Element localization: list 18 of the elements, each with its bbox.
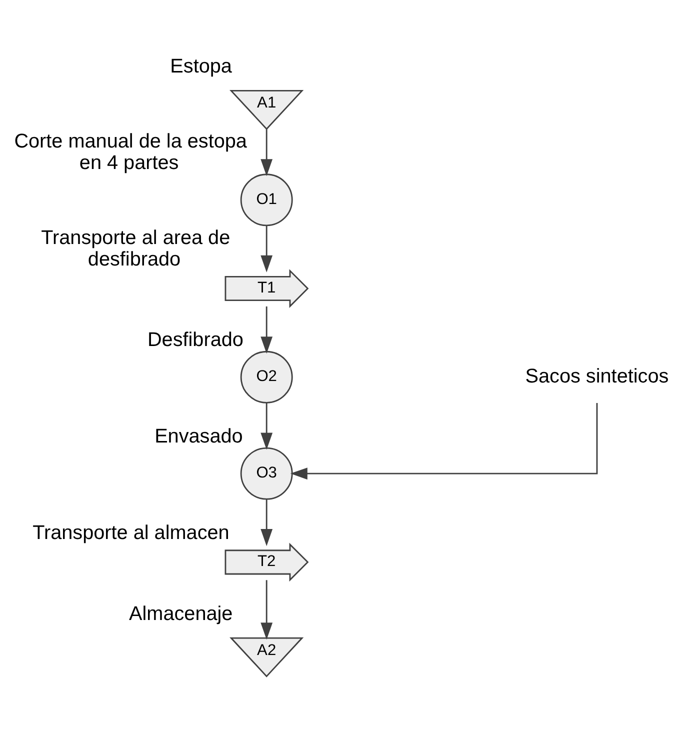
node-label: Transporte al area de desfibrado xyxy=(41,227,230,270)
node-circle: O2 xyxy=(240,350,293,404)
node-label: Desfibrado xyxy=(147,329,244,352)
arrow xyxy=(260,402,273,450)
node-label: Transporte al almacen xyxy=(32,522,230,544)
node-label: Estopa xyxy=(170,56,232,78)
arrow xyxy=(260,129,273,176)
arrow xyxy=(260,580,273,640)
arrow xyxy=(260,226,273,272)
node-label: Almacenaje xyxy=(129,602,233,625)
node-circle: O1 xyxy=(240,174,293,226)
arrow xyxy=(260,499,273,546)
arrow xyxy=(260,306,273,354)
node-label: Corte manual de la estopa en 4 partes xyxy=(14,130,247,174)
node-circle: O3 xyxy=(240,447,293,500)
node-label: Envasado xyxy=(154,426,243,448)
arrow xyxy=(290,402,598,480)
node-text: Sacos sinteticos xyxy=(525,365,669,388)
